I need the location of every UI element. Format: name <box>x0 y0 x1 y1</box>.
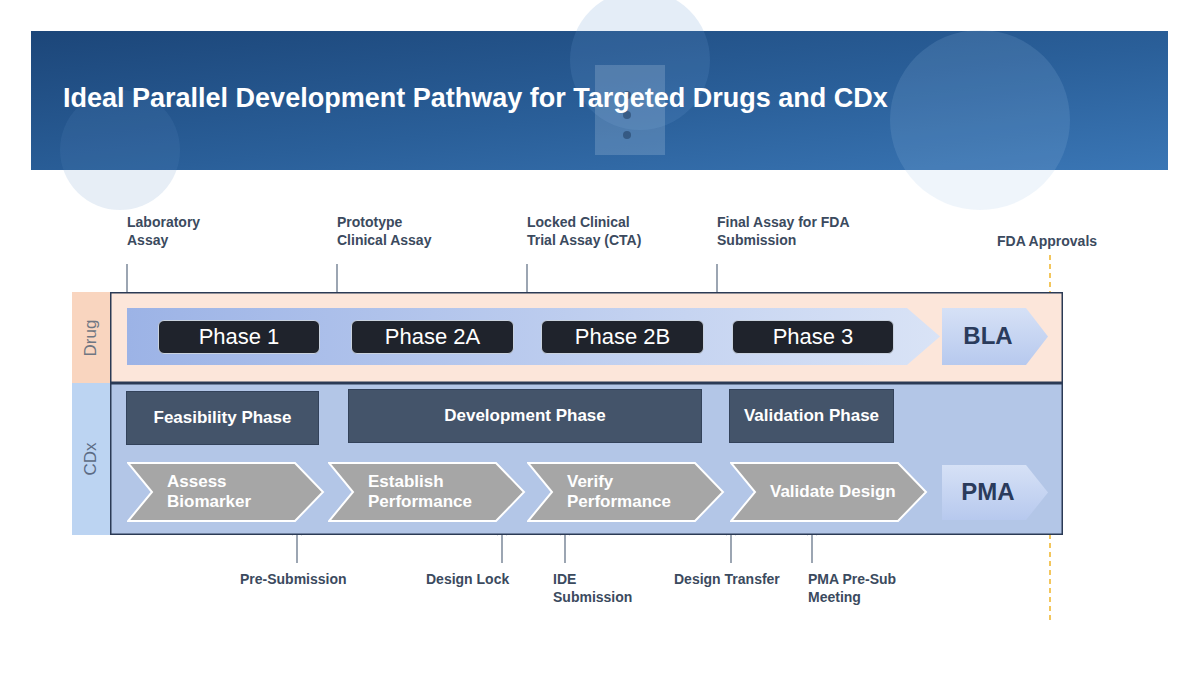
submission-label: BLA <box>963 322 1012 351</box>
submission-arrow: PMA <box>942 465 1048 520</box>
band-label-holder: Drug <box>72 292 110 383</box>
phase-label: Phase 3 <box>773 324 854 350</box>
chevron-outline <box>731 463 926 521</box>
callout-label: FDA Approvals <box>997 232 1097 250</box>
callout-label: Pre-Submission <box>240 570 347 588</box>
submission-arrow: BLA <box>942 308 1048 365</box>
banner-photo-blur <box>890 30 1070 210</box>
stage-box: Feasibility Phase <box>126 391 319 445</box>
callout-label: Design Transfer <box>674 570 780 588</box>
band-label-cell <box>72 383 110 535</box>
callout-label: Laboratory Assay <box>127 213 227 249</box>
swimlane-band: Drug Phase 1 Phase 2A Phase 2B Phase 3 BLA <box>72 292 1063 383</box>
phase-box: Phase 2B <box>541 320 704 354</box>
step-chevron: Validate Design <box>730 462 928 522</box>
callout-label: Locked Clinical Trial Assay (CTA) <box>527 213 662 249</box>
stage-label: Validation Phase <box>744 406 879 426</box>
chevron-outline <box>528 463 723 521</box>
chevron-outline <box>128 463 323 521</box>
step-label: Verify Performance <box>567 472 693 513</box>
stage-box: Validation Phase <box>729 389 894 443</box>
band-label: Drug <box>81 319 101 356</box>
timeline-arrow <box>127 308 940 365</box>
chevron-outline <box>329 463 524 521</box>
submission-label: PMA <box>961 478 1014 507</box>
phase-box: Phase 2A <box>351 320 514 354</box>
pentagon-outline <box>942 465 1048 520</box>
band-label-cell <box>72 292 110 383</box>
stage-label: Feasibility Phase <box>154 408 292 428</box>
phase-box: Phase 3 <box>732 320 894 354</box>
callout-label: Final Assay for FDA Submission <box>717 213 872 249</box>
phase-label: Phase 2B <box>575 324 670 350</box>
phase-label: Phase 1 <box>199 324 280 350</box>
banner-photo-dot <box>623 131 631 139</box>
step-chevron: Establish Performance <box>328 462 526 522</box>
step-label: Establish Performance <box>368 472 494 513</box>
phase-label: Phase 2A <box>385 324 480 350</box>
step-label: Validate Design <box>770 482 896 502</box>
band-region <box>111 384 1063 535</box>
callout-label: Prototype Clinical Assay <box>337 213 452 249</box>
step-chevron: Assess Biomarker <box>127 462 325 522</box>
stage-box: Development Phase <box>348 389 702 443</box>
stage-label: Development Phase <box>444 406 606 426</box>
pentagon-outline <box>942 308 1048 365</box>
callout-label: Design Lock <box>426 570 509 588</box>
phase-box: Phase 1 <box>158 320 320 354</box>
callout-label: IDE Submission <box>553 570 643 606</box>
band-region <box>111 293 1063 383</box>
step-label: Assess Biomarker <box>167 472 293 513</box>
diagram-title: Ideal Parallel Development Pathway for T… <box>63 83 888 114</box>
band-label: CDx <box>81 442 101 475</box>
band-label-holder: CDx <box>72 383 110 535</box>
step-chevron: Verify Performance <box>527 462 725 522</box>
swimlane-band: CDxFeasibility PhaseDevelopment PhaseVal… <box>72 383 1063 535</box>
callout-label: PMA Pre-Sub Meeting <box>808 570 908 606</box>
